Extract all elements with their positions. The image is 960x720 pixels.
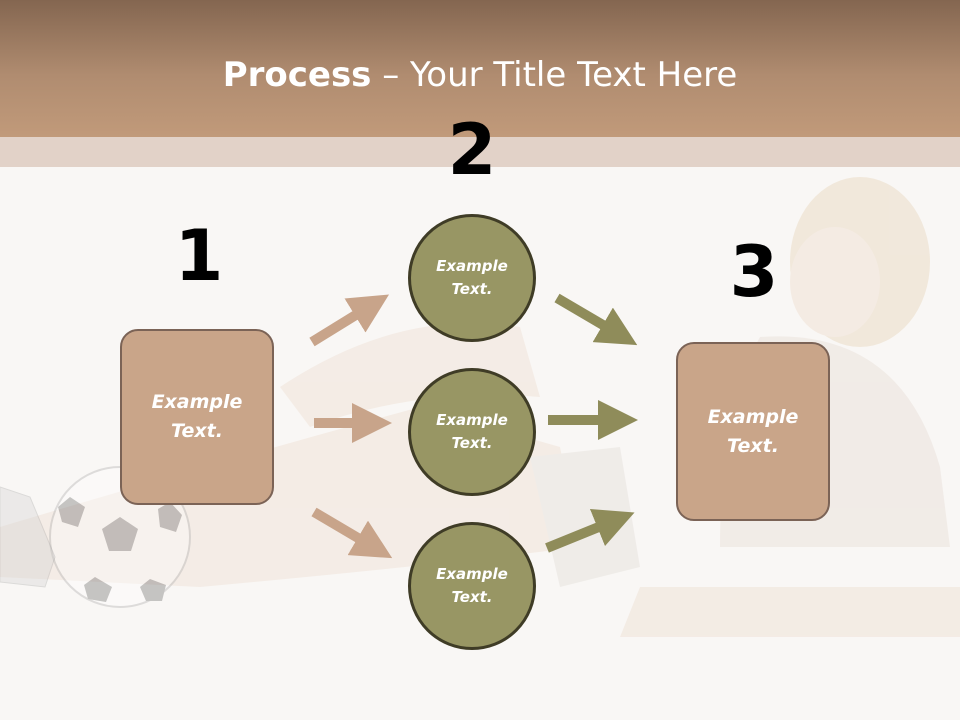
step-number-3: 3 [729, 231, 779, 313]
sneaker-icon [0, 486, 56, 588]
title-bar [0, 0, 960, 137]
step-2-node-middle: Example Text. [408, 368, 536, 496]
step-3-text-line1: Example [707, 405, 799, 428]
step-number-1: 1 [174, 215, 224, 297]
step-1-text-line1: Example [151, 391, 243, 413]
arrow-1-to-2-bottom [311, 507, 393, 559]
step-1-box: Example Text. [120, 329, 274, 505]
arrow-2-to-3-bottom [545, 508, 635, 553]
node-bottom-text-line1: Example [436, 565, 508, 583]
step-number-2: 2 [447, 109, 497, 191]
node-top-text-line2: Text. [451, 280, 493, 298]
step-3-text-line2: Text. [727, 434, 779, 457]
raised-leg-shape [280, 323, 540, 427]
slide-title: Process – Your Title Text Here [0, 52, 960, 98]
node-bottom-text-line2: Text. [451, 588, 493, 606]
face-shape [790, 227, 880, 337]
accent-band [0, 137, 960, 167]
node-top-text-line1: Example [436, 257, 508, 275]
hair-shape [790, 177, 930, 347]
node-middle-text-line2: Text. [451, 434, 493, 452]
step-2-node-bottom: Example Text. [408, 522, 536, 650]
arrow-1-to-2-top [309, 294, 390, 347]
shorts-shape [530, 447, 640, 587]
title-bold: Process [222, 55, 372, 95]
arm-shape [620, 587, 960, 637]
title-rest: – Your Title Text Here [371, 55, 738, 95]
arrow-2-to-3-top [554, 293, 638, 346]
node-middle-text-line1: Example [436, 411, 508, 429]
step-1-text-line2: Text. [171, 420, 223, 442]
step-2-node-top: Example Text. [408, 214, 536, 342]
step-3-box: Example Text. [676, 342, 830, 521]
